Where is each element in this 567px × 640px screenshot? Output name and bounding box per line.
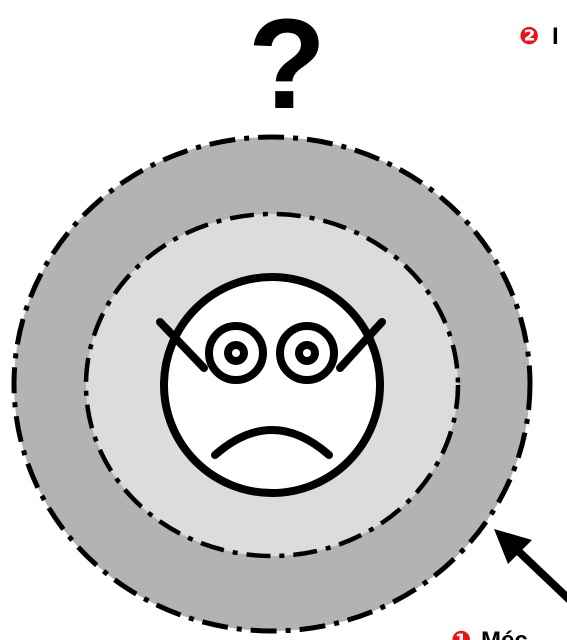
question-mark: ? xyxy=(248,0,326,136)
bottom-label: ❶ Méc xyxy=(451,626,528,640)
arrow-shaft xyxy=(512,545,567,603)
glasses-left-temple xyxy=(156,318,208,372)
bottom-label-badge: ❶ xyxy=(451,626,471,640)
top-label-text: I xyxy=(552,23,559,50)
arrow-icon xyxy=(494,529,567,603)
arrow-head xyxy=(494,529,532,564)
glasses-right-temple xyxy=(336,318,386,372)
left-pupil-highlight xyxy=(232,349,240,357)
frown-mouth xyxy=(211,426,333,459)
top-label-badge: ❷ xyxy=(519,22,539,50)
bottom-label-text: Méc xyxy=(481,627,528,640)
right-pupil-highlight xyxy=(303,349,311,357)
face-circle xyxy=(160,273,384,497)
top-label: ❷ I xyxy=(519,22,559,50)
sad-face-with-glasses-icon xyxy=(156,273,386,497)
